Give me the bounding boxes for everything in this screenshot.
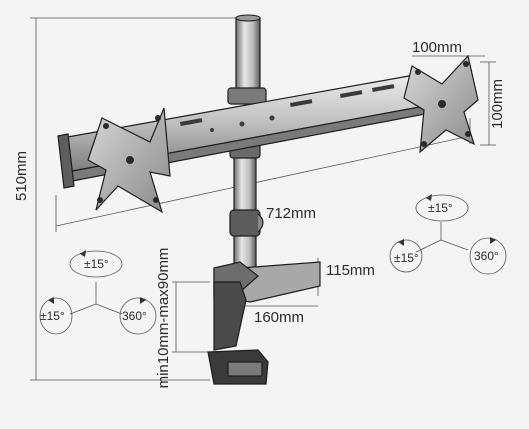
- swivel-right-label: ±15°: [394, 251, 419, 265]
- pole: [227, 14, 267, 281]
- tilt-arrow-icon: [415, 194, 469, 222]
- clamp-range-label: min10mm-max90mm: [155, 248, 172, 389]
- right-vesa-plate: [403, 54, 479, 154]
- clamp-depth-label: 115mm: [326, 262, 375, 279]
- base-depth-label: 160mm: [254, 309, 304, 326]
- desk-clamp: [207, 261, 321, 385]
- rotate-arrow-icon: [119, 297, 157, 335]
- plate-height-label: 100mm: [489, 79, 506, 129]
- tilt-right-label: ±15°: [428, 201, 453, 215]
- height-overall-label: 510mm: [13, 151, 30, 201]
- rotate-arrow-icon: [469, 237, 507, 275]
- rotation-symbol-left: [39, 250, 157, 335]
- rotation-symbol-right: [389, 194, 507, 275]
- swivel-left-label: ±15°: [40, 309, 65, 323]
- swivel-arrow-icon: [389, 239, 423, 273]
- tilt-left-label: ±15°: [84, 257, 109, 271]
- swivel-arrow-icon: [39, 297, 73, 335]
- left-vesa-plate: [87, 107, 171, 214]
- plate-width-label: 100mm: [412, 39, 462, 56]
- tilt-arrow-icon: [69, 250, 123, 278]
- rotate-left-label: 360°: [122, 309, 147, 323]
- arm-span-label: 712mm: [266, 205, 316, 222]
- rotate-right-label: 360°: [474, 249, 499, 263]
